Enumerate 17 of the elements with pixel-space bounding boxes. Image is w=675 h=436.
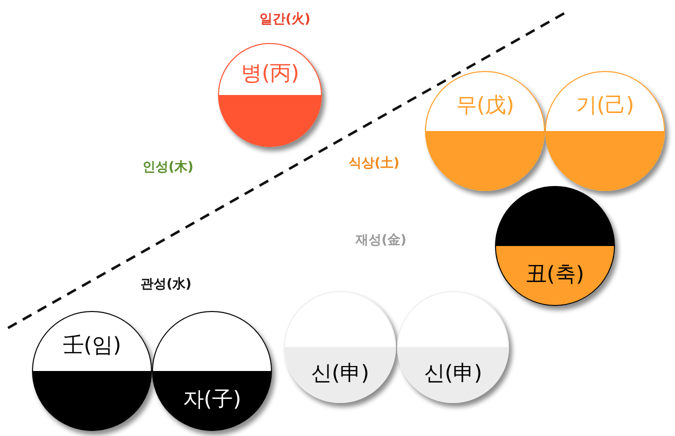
node-label: 壬(임) [62,332,122,358]
group-label: 일간(火) [260,11,310,28]
half-filled-circle [495,186,615,306]
half-filled-circle [397,291,509,403]
node-label: 신(申) [422,360,484,386]
half-filled-circle [152,311,272,431]
node-label: 자(子) [182,386,242,412]
node-label: 병(丙) [240,60,300,86]
group-label: 식상(土) [348,155,400,172]
node-label: 丑(축) [524,261,586,287]
node-label: 무(戊) [454,92,516,118]
node-label: 기(己) [574,92,636,118]
group-label: 재성(金) [356,232,406,249]
group-label: 관성(水) [140,276,192,293]
half-filled-circle [545,71,665,191]
node-label: 신(申) [310,360,370,386]
group-label: 인성(木) [142,159,194,176]
